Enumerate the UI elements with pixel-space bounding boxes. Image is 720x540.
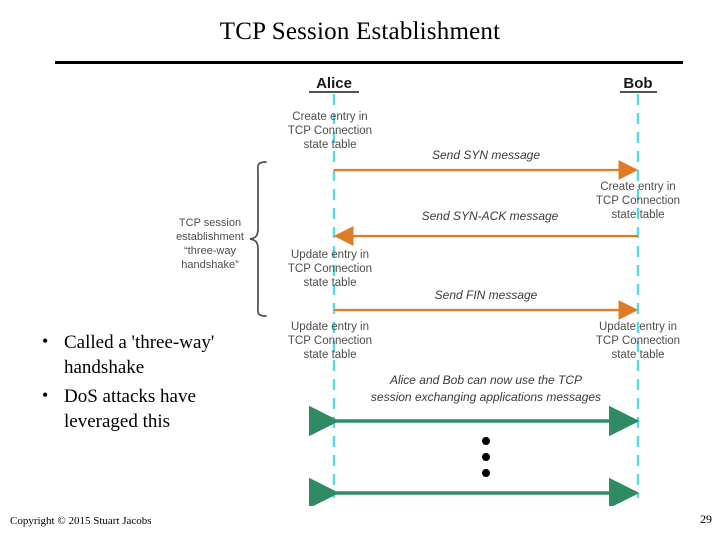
brace-label-line: establishment [176,231,244,243]
handshake-brace-label: TCP session establishment “three-way han… [176,217,244,271]
bullet-marker-icon: • [42,385,49,405]
note-line: Create entry in [600,181,675,193]
note-alice-update-1: Update entry in TCP Connection state tab… [288,249,372,289]
note-line: state table [303,139,356,151]
note-session-line1: Alice and Bob can now use the TCP [389,373,582,387]
note-line: state table [611,209,664,221]
note-bob-create: Create entry in TCP Connection state tab… [596,181,680,221]
actor-label-alice: Alice [316,75,352,92]
note-alice-create: Create entry in TCP Connection state tab… [288,111,372,151]
note-line: TCP Connection [596,335,680,347]
bullet-line: Called a 'three-way' [64,332,215,353]
page-title: TCP Session Establishment [219,18,501,45]
message-label-fin: Send FIN message [435,288,538,302]
title-divider [55,61,683,64]
note-line: TCP Connection [288,263,372,275]
list-item: • Called a 'three-way' handshake [28,330,293,380]
bullet-line: leveraged this [64,411,171,432]
bullet-line: handshake [64,357,145,378]
bullet-marker-icon: • [42,331,49,351]
note-line: state table [303,349,356,361]
note-line: state table [303,277,356,289]
note-line: TCP Connection [288,125,372,137]
note-line: Update entry in [291,321,369,333]
message-label-synack: Send SYN-ACK message [422,209,559,223]
note-line: Create entry in [292,111,367,123]
note-bob-update: Update entry in TCP Connection state tab… [596,321,680,361]
list-item: • DoS attacks have leveraged this [28,384,293,434]
sequence-diagram: Alice Bob Create entry in TCP Connection… [150,66,720,506]
brace-label-line: “three-way [184,245,236,257]
copyright-notice: Copyright © 2015 Stuart Jacobs [10,515,152,527]
note-line: Update entry in [291,249,369,261]
note-line: state table [611,349,664,361]
brace-label-line: TCP session [179,217,241,229]
note-line: TCP Connection [596,195,680,207]
bullet-list: • Called a 'three-way' handshake • DoS a… [28,330,293,438]
message-label-syn: Send SYN message [432,148,540,162]
page-number: 29 [700,512,712,526]
note-session-line2: session exchanging applications messages [371,390,601,404]
note-line: Update entry in [599,321,677,333]
actor-label-bob: Bob [623,75,652,92]
note-line: TCP Connection [288,335,372,347]
bullet-line: DoS attacks have [64,386,196,407]
ellipsis-dots-icon [482,437,490,477]
note-alice-update-2: Update entry in TCP Connection state tab… [288,321,372,361]
handshake-brace [249,161,267,317]
brace-label-line: handshake” [181,259,239,271]
